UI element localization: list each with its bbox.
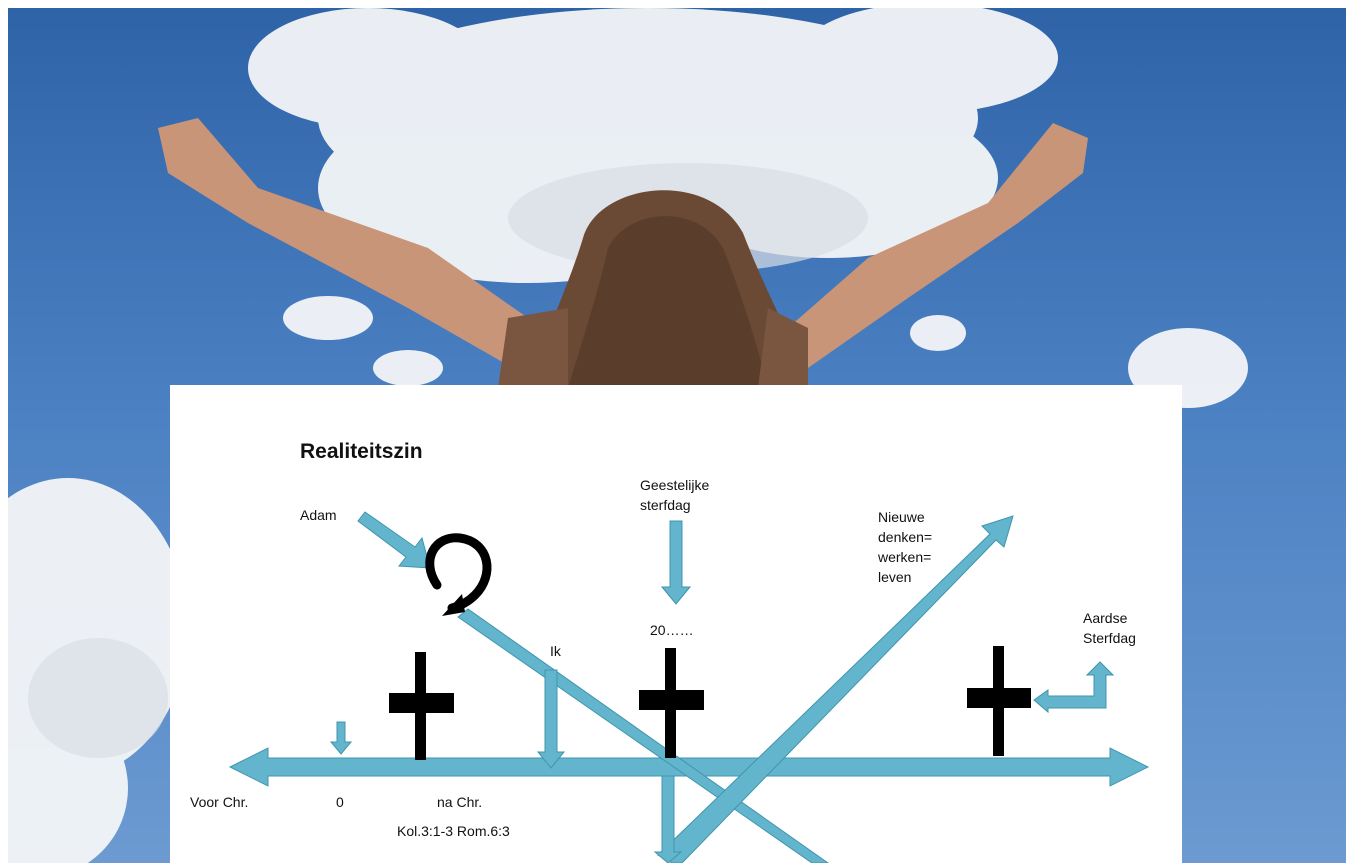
diagram-title: Realiteitszin [300, 440, 423, 464]
sterfdag-down-arrow [662, 521, 690, 604]
label-na-chr: na Chr. [437, 792, 482, 812]
label-voor-chr: Voor Chr. [190, 792, 248, 812]
label-ik: Ik [550, 641, 561, 661]
label-reference: Kol.3:1-3 Rom.6:3 [397, 821, 510, 841]
label-geestelijke-sterfdag: Geestelijke sterfdag [640, 475, 709, 515]
label-aardse-sterfdag: Aardse Sterfdag [1083, 608, 1136, 648]
label-year: 20…… [650, 620, 694, 640]
nieuwe-denken-arrow [658, 516, 1013, 863]
diagonal-arrow-down [458, 609, 828, 863]
cross-icon [967, 646, 1031, 756]
label-nieuwe-denken: Nieuwe denken= werken= leven [878, 507, 932, 587]
zero-marker-arrow [331, 722, 351, 754]
circular-arrow-icon [430, 538, 487, 616]
adam-arrow [358, 512, 430, 568]
cross-icon [389, 652, 454, 760]
label-adam: Adam [300, 505, 337, 525]
label-zero: 0 [336, 792, 344, 812]
aardse-sterfdag-arrow [1034, 662, 1113, 712]
